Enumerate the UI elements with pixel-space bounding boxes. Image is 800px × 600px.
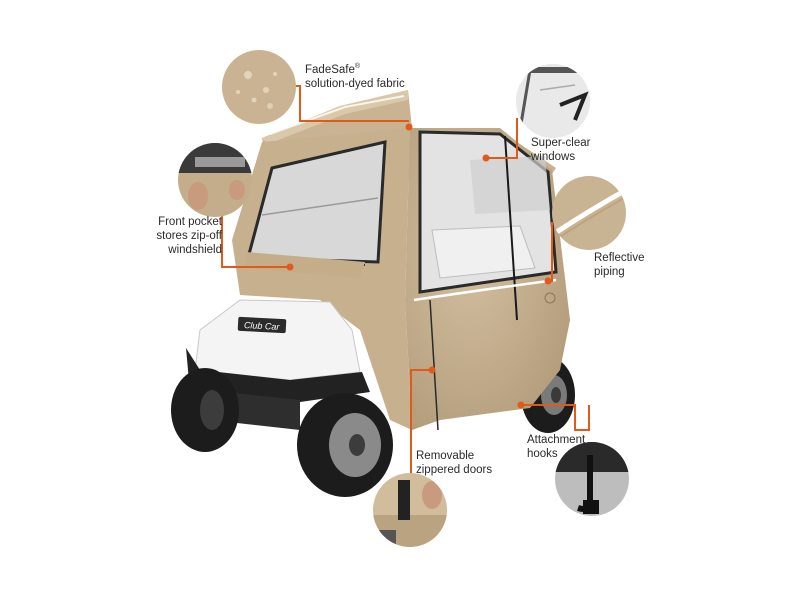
callout-hooks-line2: hooks <box>527 448 558 460</box>
callout-windows-line2: windows <box>531 151 576 163</box>
registered-mark: ® <box>354 63 361 70</box>
callout-fabric-line2: solution-dyed fabric <box>305 77 405 90</box>
windows-detail-photo <box>516 64 590 138</box>
callout-hooks: Attachment hooks <box>527 433 585 461</box>
callout-piping-line1: Reflective <box>594 252 645 264</box>
callout-fabric: FadeSafe® solution-dyed fabric <box>305 60 405 91</box>
callout-fabric-line1: FadeSafe <box>305 63 355 76</box>
callout-windows-line1: Super-clear <box>531 137 591 149</box>
callout-pocket-line3: windshield <box>168 244 222 256</box>
leader-dots <box>286 123 552 409</box>
hood-badge-text: Club Car <box>244 320 281 332</box>
callout-doors: Removable zippered doors <box>416 449 492 477</box>
callout-windows: Super-clear windows <box>531 136 590 164</box>
front-pocket <box>244 252 365 278</box>
golf-cart: Club Car <box>171 90 575 497</box>
callout-piping-line2: piping <box>594 266 625 278</box>
front-cowl <box>194 299 361 381</box>
callout-pocket-line2: stores zip-off <box>156 230 222 242</box>
piping-detail-photo <box>552 176 626 250</box>
callout-doors-line2: zippered doors <box>416 464 493 476</box>
callout-doors-line1: Removable <box>416 450 475 462</box>
windshield-window <box>246 140 387 264</box>
callout-hooks-line1: Attachment <box>527 434 586 446</box>
front-right-wheel <box>297 393 393 497</box>
callout-pocket-line1: Front pocket <box>158 216 222 228</box>
front-left-wheel <box>171 368 239 452</box>
callout-piping: Reflective piping <box>594 251 645 279</box>
fabric-detail-photo <box>222 50 296 124</box>
doors-detail-photo <box>373 473 447 547</box>
pocket-detail-photo <box>178 143 252 217</box>
callout-pocket: Front pocket stores zip-off windshield <box>142 215 222 257</box>
